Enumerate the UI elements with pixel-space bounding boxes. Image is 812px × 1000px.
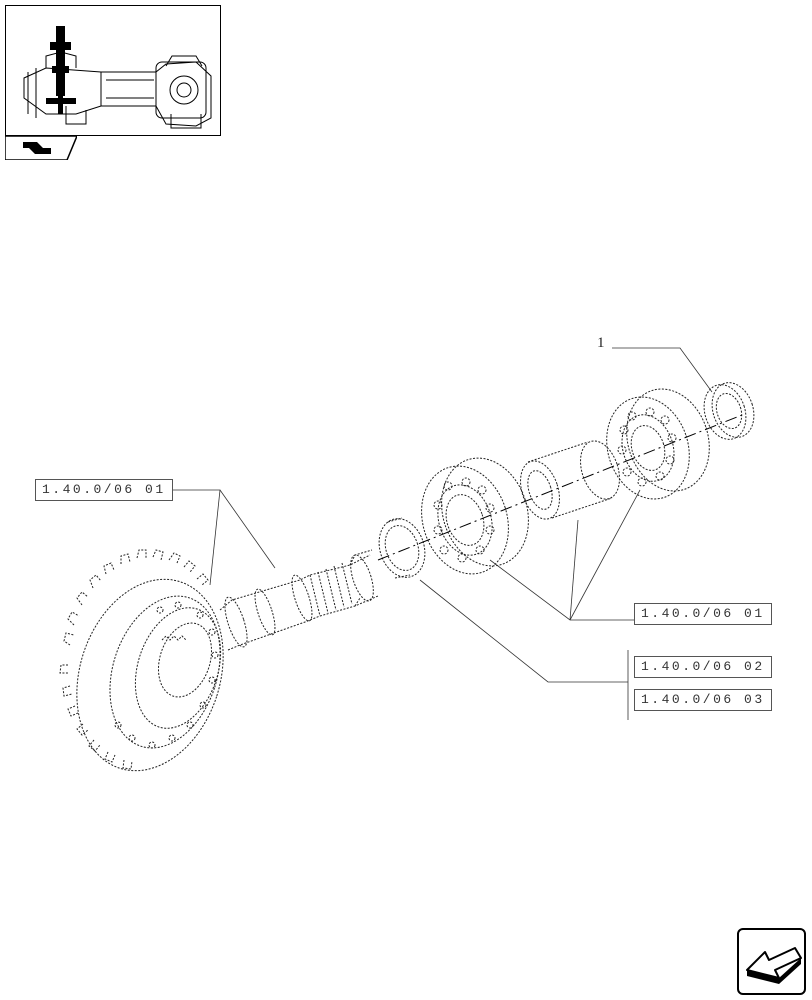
ref-washer-b[interactable]: 1.40.0/06 03: [634, 689, 772, 711]
book-flag-icon: [5, 136, 77, 160]
axle-assembly-icon: [23, 26, 212, 129]
leader-lines: [160, 347, 713, 720]
bearing-inner: [421, 457, 529, 575]
callout-number-1: 1: [597, 335, 605, 351]
next-page-button[interactable]: [737, 928, 806, 995]
spacer-sleeve: [520, 440, 620, 520]
axis-line: [377, 414, 743, 561]
thrust-washer: [703, 382, 755, 440]
bearing-outer: [606, 388, 710, 500]
ref-washer-a[interactable]: 1.40.0/06 02: [634, 656, 772, 678]
ref-gear[interactable]: 1.40.0/06 01: [35, 479, 173, 501]
pinion-shaft: [219, 549, 379, 651]
shim-washer: [378, 517, 426, 579]
next-page-arrow-icon: [746, 947, 802, 984]
ref-bearing[interactable]: 1.40.0/06 01: [634, 603, 772, 625]
thumbnail-tab: [5, 136, 77, 160]
axle-thumbnail: [5, 5, 221, 136]
crown-wheel: [59, 549, 224, 772]
